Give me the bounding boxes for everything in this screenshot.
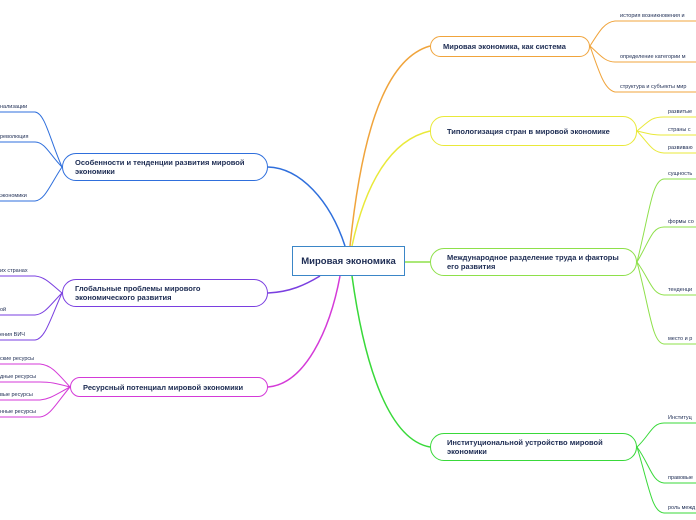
leaf-vich[interactable]: ения ВИЧ — [0, 332, 25, 338]
topic-mezhdunarodnoe-razdelenie-truda[interactable]: Международное разделение труда и факторы… — [430, 248, 637, 276]
leaf-ekologicheskie-resursy[interactable]: ские ресурсы — [0, 356, 35, 362]
connector-mirovaya — [349, 45, 431, 247]
leaf-globalizacii[interactable]: нализации — [0, 104, 28, 110]
leaf-tendencii[interactable]: тенденци — [668, 287, 693, 293]
leaf-trudovye-resursy[interactable]: вые ресурсы — [0, 392, 33, 398]
leaf-prirodnye-resursy[interactable]: нные ресурсы — [0, 409, 36, 415]
connector-tipologizaciya — [351, 130, 431, 247]
leaf-struktura-i-subekty[interactable]: структура и субъекты мир — [620, 84, 687, 90]
leaf-rol-mezhdunarodnyh[interactable]: роль межд — [668, 505, 696, 511]
connector-globalnye — [267, 275, 321, 294]
connector-osobennosti — [267, 166, 346, 247]
leaf-mesto-i-rol[interactable]: место и р — [668, 336, 693, 342]
leaf-institucionalnye[interactable]: Институц — [668, 415, 692, 421]
leaf-razvitye[interactable]: развитые — [668, 109, 693, 115]
leaf-problema[interactable]: ой — [0, 307, 7, 313]
leaf-ekonomiki[interactable]: экономики — [0, 193, 27, 199]
topic-globalnye-problemy[interactable]: Глобальные проблемы мирового экономическ… — [62, 279, 268, 307]
leaf-revolyuciya[interactable]: революция — [0, 134, 29, 140]
topic-osobennosti-i-tendencii[interactable]: Особенности и тенденции развития мировой… — [62, 153, 268, 181]
topic-tipologizaciya-stran[interactable]: Типологизация стран в мировой экономике — [430, 116, 637, 146]
connector-institucionalnoe — [351, 275, 431, 448]
leaf-sushchnost[interactable]: сущность — [668, 171, 693, 177]
leaf-formy[interactable]: формы со — [668, 219, 694, 225]
topic-mirovaya-ekonomika-kak-sistema[interactable]: Мировая экономика, как система — [430, 36, 590, 57]
leaf-opredelenie-kategorii[interactable]: определение категории м — [620, 54, 686, 60]
leaf-istoriya-vozniknoveniya[interactable]: история возникновения и — [620, 13, 685, 19]
connector-resursnyi — [267, 275, 341, 388]
leaf-vodnye-resursy[interactable]: дные ресурсы — [0, 374, 37, 380]
leaf-v-stranah[interactable]: их странах — [0, 268, 28, 274]
topic-resursnyi-potencial[interactable]: Ресурсный потенциал мировой экономики — [70, 377, 268, 397]
central-topic[interactable]: Мировая экономика — [292, 246, 405, 276]
topic-institucionalnoe-ustroistvo[interactable]: Институциональной устройство мировой эко… — [430, 433, 637, 461]
leaf-pravovye[interactable]: правовые — [668, 475, 693, 481]
leaf-strany-s[interactable]: страны с — [668, 127, 691, 133]
leaf-razvivayushchiesya[interactable]: развиваю — [668, 145, 693, 151]
